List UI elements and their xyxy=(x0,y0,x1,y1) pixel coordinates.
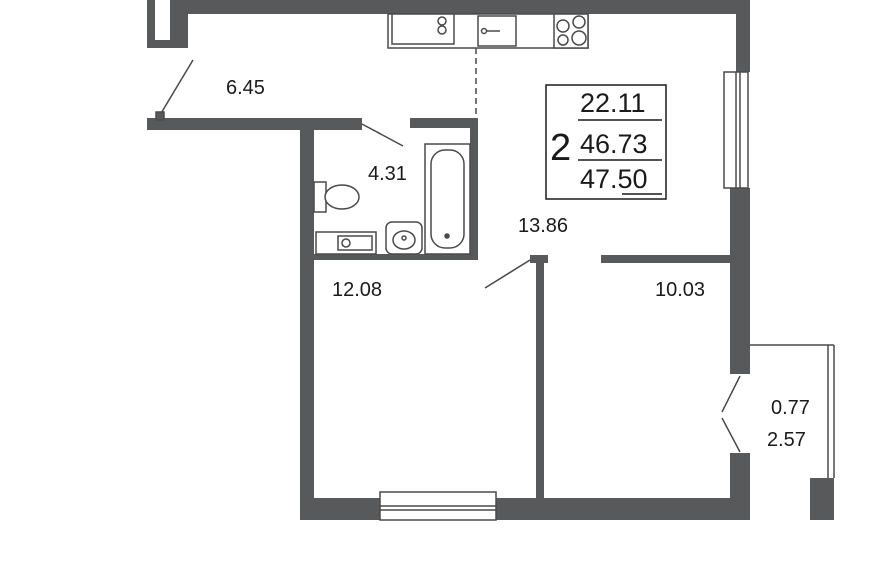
top-wall xyxy=(178,0,750,14)
bedroom-divider xyxy=(536,255,544,500)
balcony-door-2 xyxy=(721,417,741,453)
divider-cap xyxy=(530,255,548,263)
toilet-bowl xyxy=(324,184,360,210)
bath-bottom-wall xyxy=(300,254,478,260)
top-left-stub xyxy=(147,0,155,48)
total-with-balcony: 47.50 xyxy=(580,164,648,194)
bath-top-wall-right xyxy=(410,118,476,128)
balcony-full-area-label: 2.57 xyxy=(767,429,806,451)
top-left-stub-base xyxy=(147,40,188,48)
bathroom-door xyxy=(361,123,404,147)
entrance-door xyxy=(159,59,194,116)
balcony-door-1 xyxy=(721,375,741,413)
bedroom-left-area-label: 12.08 xyxy=(332,279,382,301)
kitchen-living-area-label: 13.86 xyxy=(518,215,568,237)
right-wall-upper xyxy=(736,0,750,72)
bottom-wall-left xyxy=(300,498,380,520)
doors xyxy=(155,48,741,453)
balcony-area-label: 0.77 xyxy=(771,397,810,419)
bottom-wall-right xyxy=(496,498,750,520)
total-area: 46.73 xyxy=(580,129,648,159)
left-wall xyxy=(300,118,314,520)
right-wall-mid xyxy=(730,188,750,374)
bathroom-area-label: 4.31 xyxy=(368,163,407,185)
hallway-area-label: 6.45 xyxy=(226,77,265,99)
bath-right-wall xyxy=(470,118,478,260)
balcony-corner xyxy=(810,478,834,520)
bedroom-door xyxy=(484,259,531,289)
walls xyxy=(147,0,834,520)
bedroom-right-area-label: 10.03 xyxy=(655,279,705,301)
fixtures xyxy=(313,13,589,255)
living-area: 22.11 xyxy=(580,88,646,118)
top-left-pillar xyxy=(170,0,188,48)
toilet-tank xyxy=(313,181,327,213)
hall-wall xyxy=(147,118,362,130)
windows xyxy=(379,71,835,521)
area-summary: 2 22.11 46.73 47.50 xyxy=(545,84,667,200)
summary-box xyxy=(545,84,667,200)
room-count: 2 xyxy=(550,127,571,169)
right-bedroom-wall xyxy=(601,255,737,263)
